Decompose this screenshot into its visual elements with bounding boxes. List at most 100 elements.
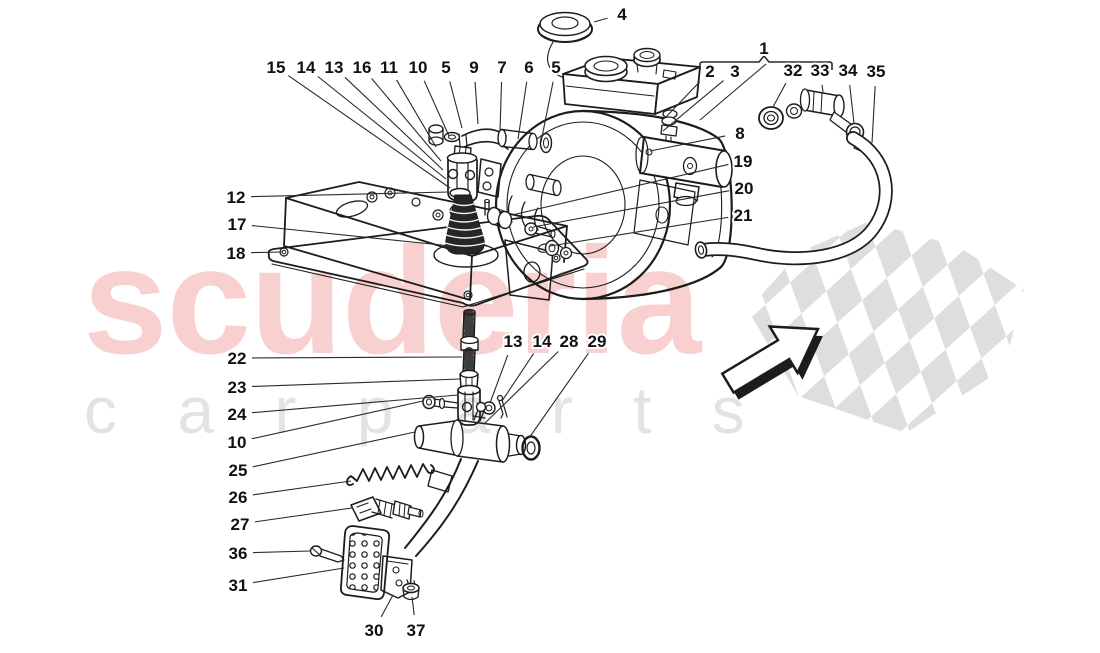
leader-line bbox=[251, 224, 452, 247]
leader-line bbox=[252, 431, 416, 468]
part-number: 36 bbox=[229, 544, 248, 563]
leader-line bbox=[649, 135, 726, 152]
part-number: 25 bbox=[229, 461, 248, 480]
part-number: 7 bbox=[497, 58, 506, 77]
part-number: 20 bbox=[735, 179, 754, 198]
part-number: 19 bbox=[734, 152, 753, 171]
leader-line bbox=[662, 80, 724, 132]
leader-line bbox=[772, 82, 787, 108]
leader-line bbox=[528, 352, 589, 439]
pad-screw bbox=[309, 545, 345, 563]
part-number: 3 bbox=[730, 62, 739, 81]
leader-line bbox=[449, 81, 463, 129]
leader-line bbox=[250, 191, 450, 198]
leader-line bbox=[344, 76, 444, 171]
part-number: 15 bbox=[267, 58, 286, 77]
leader-line bbox=[288, 75, 451, 189]
leader-line bbox=[423, 80, 450, 137]
return-spring bbox=[346, 463, 435, 486]
part-number: 34 bbox=[839, 61, 858, 80]
leader-line bbox=[251, 378, 461, 388]
leader-line bbox=[532, 190, 730, 228]
leader-line bbox=[665, 81, 701, 118]
leader-line bbox=[489, 354, 509, 404]
direction-arrow-icon bbox=[720, 325, 823, 400]
part-number: 4 bbox=[617, 5, 627, 24]
fluid-reservoir bbox=[562, 47, 701, 115]
leader-line bbox=[474, 81, 479, 125]
leader-line bbox=[549, 216, 729, 247]
part-number: 1 bbox=[759, 39, 768, 58]
leader-line bbox=[251, 400, 424, 440]
part-number: 13 bbox=[504, 332, 523, 351]
part-number: 32 bbox=[784, 61, 803, 80]
supply-hose bbox=[694, 131, 893, 266]
part-number: 33 bbox=[811, 61, 830, 80]
leader-line bbox=[699, 63, 767, 121]
part-number: 26 bbox=[229, 488, 248, 507]
line-art bbox=[267, 11, 893, 601]
leader-line bbox=[371, 78, 442, 162]
part-number: 29 bbox=[588, 332, 607, 351]
leader-line bbox=[511, 163, 729, 216]
leader-line bbox=[540, 81, 554, 143]
reservoir-rubber-cap bbox=[537, 11, 593, 83]
leader-line bbox=[849, 84, 855, 124]
part-number: 30 bbox=[365, 621, 384, 640]
master-cylinder bbox=[633, 136, 733, 246]
part-number: 17 bbox=[228, 215, 247, 234]
part-number: 22 bbox=[228, 349, 247, 368]
part-number: 10 bbox=[409, 58, 428, 77]
part-number: 5 bbox=[551, 58, 560, 77]
part-number: 5 bbox=[441, 58, 450, 77]
part-number: 16 bbox=[353, 58, 372, 77]
brake-light-switch bbox=[350, 496, 424, 522]
brake-booster bbox=[494, 109, 733, 301]
leader-line bbox=[254, 507, 353, 523]
leader-line bbox=[821, 84, 824, 93]
part-number: 10 bbox=[228, 433, 247, 452]
pedal-shaft bbox=[413, 401, 541, 463]
leader-line bbox=[252, 550, 311, 554]
leader-line bbox=[501, 353, 535, 402]
part-number: 11 bbox=[380, 58, 398, 77]
part-number: 9 bbox=[469, 58, 478, 77]
part-number: 23 bbox=[228, 378, 247, 397]
leader-line bbox=[411, 596, 415, 616]
leader-line bbox=[483, 351, 559, 425]
part-number: 27 bbox=[231, 515, 250, 534]
part-number: 6 bbox=[524, 58, 533, 77]
part-number: 24 bbox=[228, 405, 247, 424]
leader-line bbox=[517, 81, 528, 140]
checkered-flag-icon bbox=[748, 222, 1024, 433]
part-number: 28 bbox=[560, 332, 579, 351]
watermark-secondary: c a r p a r t s bbox=[84, 373, 766, 447]
leader-line bbox=[593, 17, 608, 23]
leader-line bbox=[252, 567, 345, 584]
part-number: 37 bbox=[407, 621, 426, 640]
part-number: 13 bbox=[325, 58, 344, 77]
part-number: 14 bbox=[533, 332, 552, 351]
leader-line bbox=[396, 79, 437, 148]
part-number: 8 bbox=[735, 124, 744, 143]
pushrod bbox=[422, 308, 508, 426]
pivot-bolt bbox=[402, 579, 420, 601]
leader-line bbox=[251, 356, 463, 359]
watermark-primary: scuderia bbox=[83, 216, 703, 386]
leader-line bbox=[871, 85, 876, 144]
part-number: 12 bbox=[227, 188, 246, 207]
leader-line bbox=[499, 81, 503, 132]
part-number: 21 bbox=[734, 206, 753, 225]
leader-line bbox=[252, 480, 352, 496]
pedal-pad bbox=[339, 525, 391, 601]
leader-line bbox=[251, 394, 459, 414]
assembly-bracket bbox=[699, 54, 833, 70]
leader-line bbox=[380, 594, 394, 618]
rubber-boot bbox=[444, 194, 486, 255]
part-number: 18 bbox=[227, 244, 246, 263]
leader-line bbox=[250, 251, 283, 254]
part-number: 35 bbox=[867, 62, 886, 81]
